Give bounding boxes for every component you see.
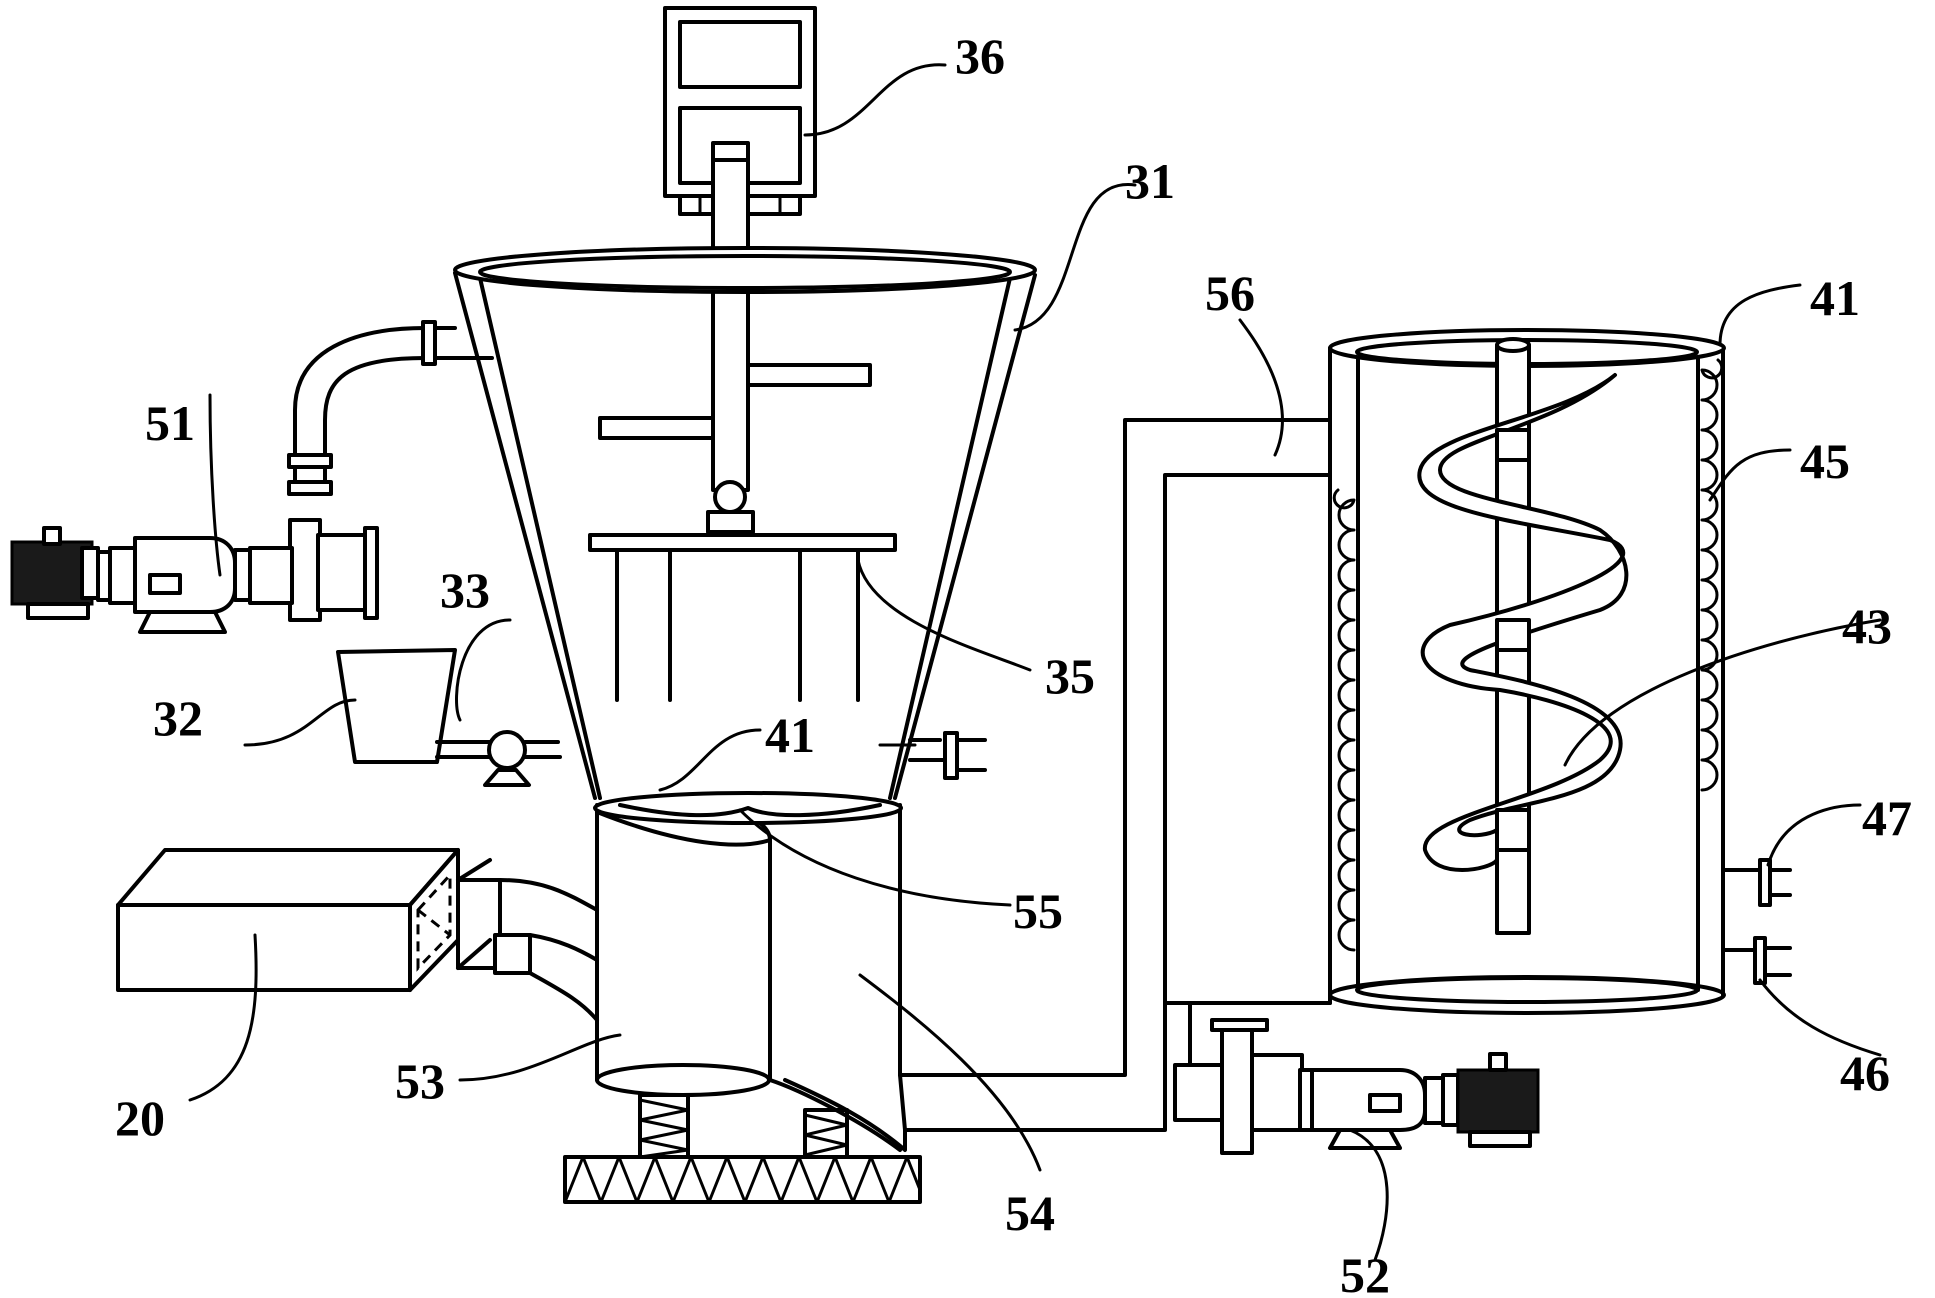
label-35: 35 — [1045, 648, 1095, 704]
tank-side-nozzle — [908, 731, 987, 780]
heating-coils-45 — [1332, 358, 1724, 952]
label-46: 46 — [1840, 1045, 1890, 1101]
label-56: 56 — [1205, 265, 1255, 321]
label-41-tank: 41 — [765, 707, 815, 763]
label-36: 36 — [955, 28, 1005, 84]
label-33: 33 — [440, 562, 490, 618]
label-53: 53 — [395, 1053, 445, 1109]
label-31: 31 — [1125, 153, 1175, 209]
label-55: 55 — [1013, 883, 1063, 939]
lower-cylinder-53-54 — [593, 791, 907, 1152]
label-54: 54 — [1005, 1185, 1055, 1241]
conical-tank-31 — [453, 246, 1037, 800]
spring-supports — [563, 1093, 922, 1204]
label-43: 43 — [1842, 598, 1892, 654]
label-47: 47 — [1862, 790, 1912, 846]
generator-box-20 — [116, 848, 599, 1022]
outlet-46 — [1721, 936, 1792, 985]
screw-conveyor-43 — [1417, 337, 1629, 935]
label-20: 20 — [115, 1090, 165, 1146]
pump-51 — [10, 518, 379, 634]
valve-33 — [483, 730, 562, 787]
pump-51-inlet-pipe — [287, 320, 494, 496]
label-51: 51 — [145, 395, 195, 451]
pump-52 — [1163, 1001, 1540, 1155]
feed-hopper-32 — [336, 648, 492, 764]
connection-pipe-56 — [898, 418, 1332, 1132]
outlet-47 — [1721, 858, 1792, 907]
stirring-shaft — [598, 158, 872, 534]
label-45: 45 — [1800, 433, 1850, 489]
label-52: 52 — [1340, 1247, 1390, 1298]
rake-frame-35 — [588, 533, 897, 702]
label-32: 32 — [153, 690, 203, 746]
label-41-reactor: 41 — [1810, 270, 1860, 326]
reference-labels: 36 31 56 41 51 45 33 43 35 32 41 47 55 5… — [115, 28, 1912, 1298]
leader-lines — [188, 63, 1882, 1262]
